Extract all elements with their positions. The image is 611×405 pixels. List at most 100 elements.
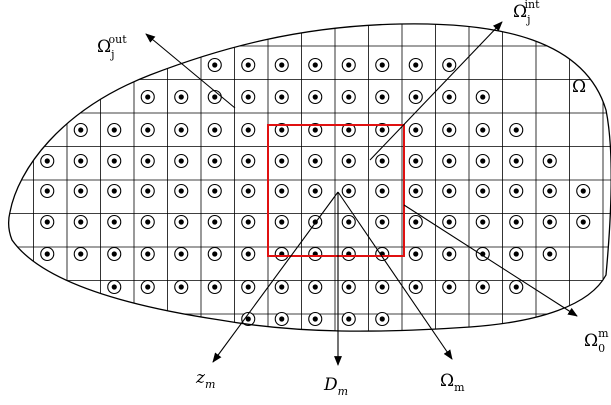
annotation-arrows [145,21,578,366]
mesh-node-marker [207,279,222,295]
mesh-node-marker [308,89,323,105]
mesh-node-marker [542,153,557,169]
label-omega: Ω [572,77,586,97]
mesh-node-marker [308,183,323,199]
mesh-node-marker [408,89,423,105]
mesh-node-marker [509,183,524,199]
mesh-node-marker [475,153,490,169]
label-omega-j-out: Ωjout [97,33,127,61]
mesh-node-marker [274,183,289,199]
mesh-node-marker [241,214,256,230]
mesh-node-marker [375,57,390,73]
mesh-node-marker [241,153,256,169]
mesh-node-marker [107,279,122,295]
mesh-node-marker [107,122,122,138]
mesh-node-marker [274,311,289,327]
mesh-node-marker [140,246,155,262]
mesh-node-marker [375,214,390,230]
mesh-node-marker [442,183,457,199]
mesh-node-marker [174,153,189,169]
arrow-z-m [212,191,339,363]
mesh-node-marker [241,183,256,199]
mesh-node-marker [341,246,356,262]
mesh-node-marker [241,89,256,105]
mesh-node-marker [408,214,423,230]
mesh-node-marker [207,122,222,138]
mesh-node-marker [40,153,55,169]
mesh-node-marker [274,279,289,295]
mesh-node-marker [576,214,591,230]
mesh-node-marker [107,246,122,262]
mesh-node-marker [442,246,457,262]
mesh-node-marker [509,122,524,138]
arrow-omega-j-out [145,33,236,109]
mesh-node-marker [442,214,457,230]
mesh-node-marker [408,57,423,73]
mesh-node-marker [375,311,390,327]
mesh-node-marker [509,214,524,230]
mesh-node-marker [341,89,356,105]
mesh-node-marker [509,153,524,169]
mesh-node-marker [241,57,256,73]
mesh-node-marker [274,89,289,105]
mesh-node-marker [308,57,323,73]
mesh-node-marker [40,183,55,199]
domain-boundary [8,23,611,332]
mesh-node-marker [475,89,490,105]
mesh-node-marker [542,214,557,230]
mesh-node-marker [40,214,55,230]
mesh-node-marker [73,153,88,169]
mesh-node-marker [107,183,122,199]
mesh-node-marker [375,153,390,169]
mesh-node-marker [174,89,189,105]
mesh-node-marker [207,89,222,105]
mesh-node-marker [542,246,557,262]
mesh-node-marker [241,279,256,295]
mesh-node-marker [174,183,189,199]
mesh-node-marker [107,153,122,169]
mesh-node-marker [341,183,356,199]
mesh-node-marker [308,246,323,262]
mesh-node-marker [174,246,189,262]
mesh-node-marker [341,279,356,295]
mesh-node-marker [140,89,155,105]
mesh-node-marker [241,246,256,262]
mesh-node-marker [140,214,155,230]
mesh-node-marker [241,311,256,327]
mesh-node-marker [442,89,457,105]
mesh-node-marker [375,122,390,138]
mesh-node-marker [442,122,457,138]
mesh-node-marker [140,153,155,169]
mesh-node-marker [341,57,356,73]
mesh-node-marker [174,214,189,230]
mesh-node-marker [442,153,457,169]
mesh-node-marker [341,311,356,327]
label-d-m: Dm [323,375,348,398]
label-z-m: zm [195,368,215,391]
mesh-node-marker [408,279,423,295]
mesh-node-marker [341,153,356,169]
mesh-node-marker [341,214,356,230]
mesh-node-marker [207,153,222,169]
mesh-node-marker [308,311,323,327]
mesh-node-marker [509,246,524,262]
mesh-node-marker [140,183,155,199]
arrow-omega-m [337,191,453,360]
mesh-node-marker [73,214,88,230]
mesh-node-marker [207,214,222,230]
mesh-node-marker [475,214,490,230]
mesh-nodes [40,57,591,327]
mesh-node-marker [375,183,390,199]
mesh-node-marker [274,246,289,262]
mesh-node-marker [308,122,323,138]
mesh-node-marker [274,122,289,138]
mesh-node-marker [308,279,323,295]
mesh-node-marker [509,279,524,295]
mesh-node-marker [73,246,88,262]
mesh-node-marker [73,183,88,199]
mesh-node-marker [207,183,222,199]
arrow-omega-0-m [403,204,578,317]
label-omega-m: Ωm [440,371,465,394]
